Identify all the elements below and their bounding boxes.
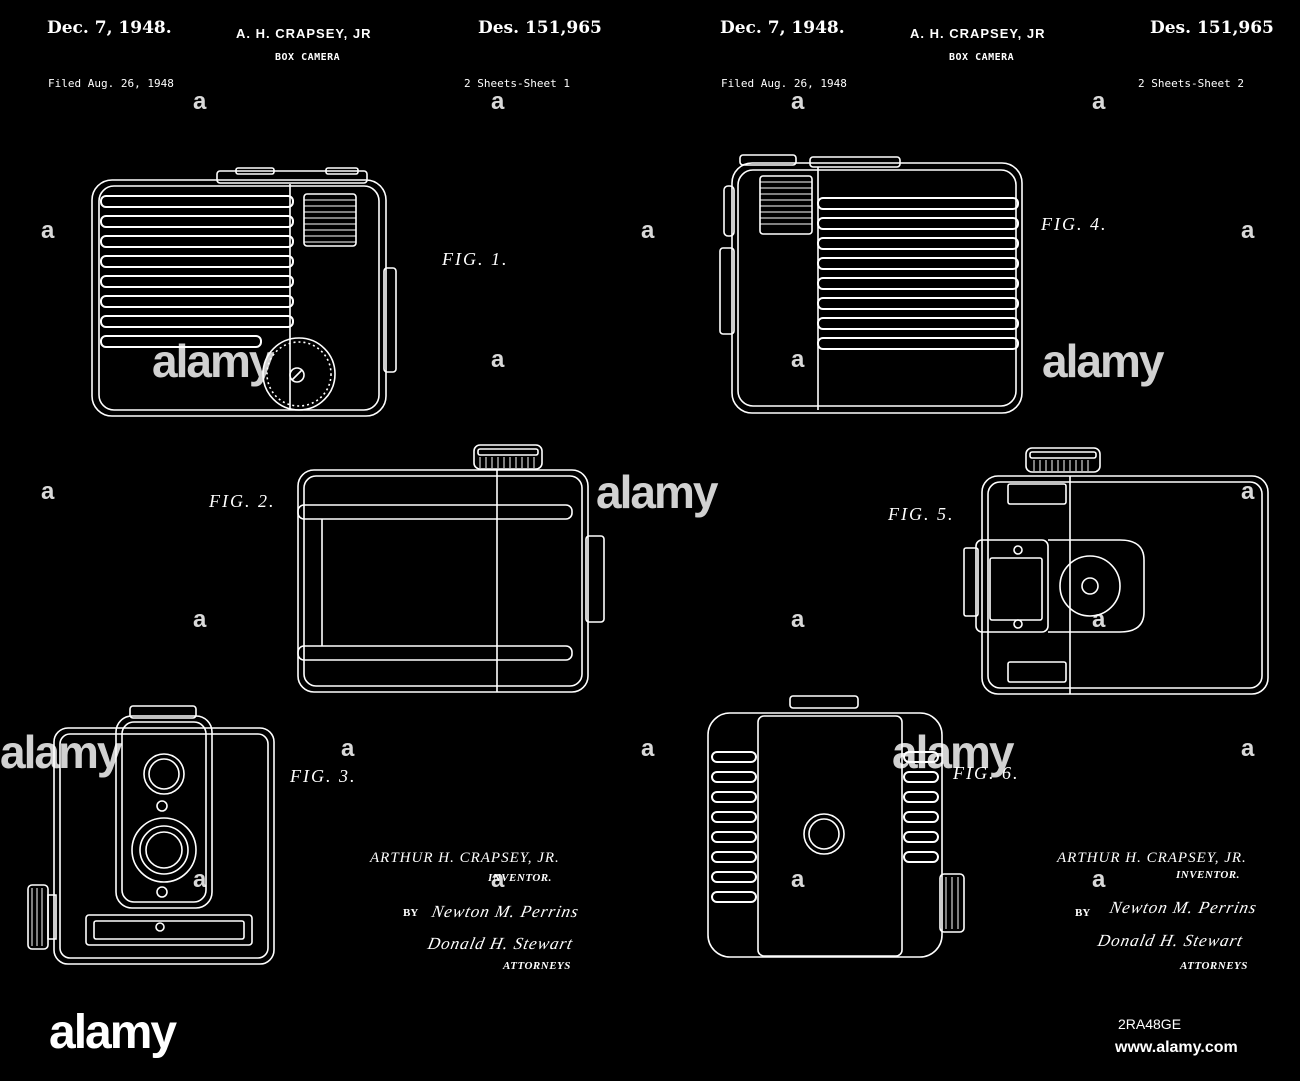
watermark-mark: a (41, 478, 54, 506)
sheet1-attorney-signature-1: Newton M. Perrins (430, 902, 581, 922)
fig2-label: FIG. 2. (209, 491, 276, 512)
watermark-mark: a (641, 217, 654, 245)
watermark-mark: a (491, 88, 504, 116)
watermark-mark: a (791, 346, 804, 374)
sheet1-attorney-signature-2: Donald H. Stewart (426, 934, 575, 954)
sheet1-by: BY (403, 907, 418, 919)
fig5-label: FIG. 5. (888, 504, 955, 525)
fig3-label: FIG. 3. (290, 766, 357, 787)
watermark-mark: a (791, 606, 804, 634)
alamy-logo: alamy (49, 1005, 175, 1060)
sheet2-attorneys: ATTORNEYS (1180, 960, 1248, 972)
sheet2-by: BY (1075, 907, 1090, 919)
fig4-camera-drawing (720, 155, 1022, 413)
sheet2-inventor-role: INVENTOR. (1176, 869, 1240, 881)
image-id: 2RA48GE (1118, 1016, 1181, 1032)
sheet2-attorney-signature-2: Donald H. Stewart (1096, 931, 1245, 951)
watermark-mark: a (491, 866, 504, 894)
fig1-label: FIG. 1. (442, 249, 509, 270)
watermark-mark: a (193, 606, 206, 634)
sheet2-attorney-signature-1: Newton M. Perrins (1108, 898, 1259, 918)
watermark-mark: a (1241, 217, 1254, 245)
watermark-mark: a (41, 217, 54, 245)
watermark-word: alamy (596, 465, 716, 519)
fig2-camera-drawing (298, 445, 604, 692)
watermark-word: alamy (0, 725, 120, 779)
watermark-mark: a (1241, 735, 1254, 763)
watermark-mark: a (791, 866, 804, 894)
watermark-mark: a (1092, 606, 1105, 634)
alamy-url: www.alamy.com (1115, 1039, 1238, 1057)
watermark-word: alamy (1042, 334, 1162, 388)
fig4-label: FIG. 4. (1041, 214, 1108, 235)
sheet2-inventor-name: ARTHUR H. CRAPSEY, JR. (1057, 850, 1247, 867)
watermark-mark: a (341, 735, 354, 763)
sheet1-attorneys: ATTORNEYS (503, 960, 571, 972)
watermark-mark: a (791, 88, 804, 116)
fig5-camera-drawing (964, 448, 1268, 694)
watermark-mark: a (193, 866, 206, 894)
watermark-word: alamy (152, 334, 272, 388)
watermark-mark: a (1092, 866, 1105, 894)
watermark-mark: a (193, 88, 206, 116)
watermark-mark: a (641, 735, 654, 763)
watermark-mark: a (1241, 478, 1254, 506)
sheet1-inventor-name: ARTHUR H. CRAPSEY, JR. (370, 850, 560, 867)
watermark-mark: a (1092, 88, 1105, 116)
watermark-mark: a (491, 346, 504, 374)
watermark-word: alamy (892, 725, 1012, 779)
